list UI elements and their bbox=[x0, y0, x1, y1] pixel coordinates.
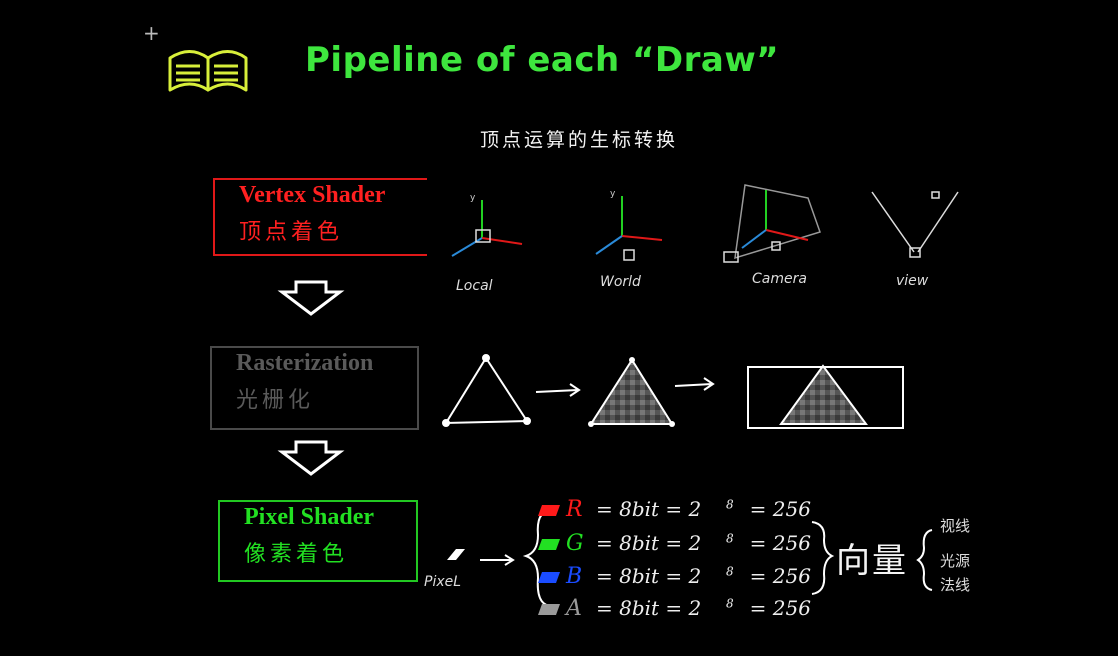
down-arrow-icon bbox=[277, 440, 345, 476]
side-note: 视线 bbox=[940, 517, 971, 535]
vector-label: 向量 bbox=[836, 541, 908, 581]
stage-raster-zh: 光栅化 bbox=[236, 388, 315, 413]
channel-value: = 256 bbox=[749, 497, 811, 521]
small-brace-icon bbox=[916, 529, 933, 591]
color-swatch bbox=[537, 505, 561, 516]
channel-equation: = 8bit = 2 bbox=[596, 564, 702, 588]
pixel-label: PixeL bbox=[424, 574, 462, 590]
space-label-local: Local bbox=[456, 278, 493, 294]
channel-letter: G bbox=[566, 531, 584, 556]
stage-pixel-en: Pixel Shader bbox=[244, 504, 374, 530]
channel-exponent: 8 bbox=[726, 596, 734, 611]
color-swatch bbox=[537, 539, 561, 550]
color-swatch bbox=[537, 572, 561, 583]
triangle-outline-icon bbox=[442, 354, 531, 427]
channel-value: = 256 bbox=[749, 531, 811, 555]
world-axes-icon: y bbox=[595, 189, 663, 261]
view-frustum-icon bbox=[871, 191, 959, 258]
channel-equation: = 8bit = 2 bbox=[596, 497, 702, 521]
rasterized-triangle-icon bbox=[588, 357, 675, 427]
camera-icon bbox=[723, 184, 821, 263]
channel-letter: B bbox=[566, 564, 583, 589]
channel-exponent: 8 bbox=[726, 531, 734, 546]
right-brace-icon bbox=[811, 521, 835, 595]
right-arrow-icon bbox=[535, 383, 581, 397]
channel-row-r: R = 8bit = 2 8 = 256 bbox=[537, 497, 811, 522]
channel-letter: A bbox=[566, 596, 582, 621]
channel-letter: R bbox=[566, 497, 583, 522]
space-label-world: World bbox=[600, 274, 641, 290]
right-arrow-icon bbox=[480, 554, 515, 566]
svg-text:y: y bbox=[470, 193, 476, 203]
stage-pixel-shader: Pixel Shader 像素着色 bbox=[218, 500, 418, 582]
stage-raster-en: Rasterization bbox=[236, 350, 374, 376]
page-title: Pipeline of each “Draw” bbox=[305, 40, 780, 80]
channel-value: = 256 bbox=[749, 596, 811, 620]
subtitle: 顶点运算的生标转换 bbox=[480, 129, 679, 151]
space-label-camera: Camera bbox=[752, 271, 807, 287]
channel-row-a: A = 8bit = 2 8 = 256 bbox=[537, 596, 811, 621]
side-note: 光源 bbox=[940, 552, 971, 570]
stage-pixel-zh: 像素着色 bbox=[244, 542, 349, 567]
crosshair-icon: + bbox=[143, 21, 160, 45]
stage-vertex-zh: 顶点着色 bbox=[239, 220, 344, 245]
channel-value: = 256 bbox=[749, 564, 811, 588]
pixel-square-icon bbox=[447, 549, 465, 560]
screen-frame-icon bbox=[747, 364, 904, 429]
channel-equation: = 8bit = 2 bbox=[596, 531, 702, 555]
stage-vertex-en: Vertex Shader bbox=[239, 182, 386, 208]
left-brace-icon bbox=[522, 509, 551, 607]
svg-text:y: y bbox=[610, 189, 616, 199]
local-axes-icon: y bbox=[451, 193, 523, 257]
stage-vertex-shader: Vertex Shader 顶点着色 bbox=[213, 178, 427, 256]
space-label-view: view bbox=[896, 273, 929, 289]
color-swatch bbox=[537, 604, 561, 615]
side-note: 法线 bbox=[940, 576, 971, 594]
right-arrow-icon bbox=[674, 377, 715, 391]
channel-row-g: G = 8bit = 2 8 = 256 bbox=[537, 531, 811, 556]
down-arrow-icon bbox=[277, 280, 345, 316]
channel-exponent: 8 bbox=[726, 564, 734, 579]
channel-equation: = 8bit = 2 bbox=[596, 596, 702, 620]
channel-exponent: 8 bbox=[726, 497, 734, 512]
stage-rasterization: Rasterization 光栅化 bbox=[210, 346, 419, 430]
channel-row-b: B = 8bit = 2 8 = 256 bbox=[537, 564, 811, 589]
